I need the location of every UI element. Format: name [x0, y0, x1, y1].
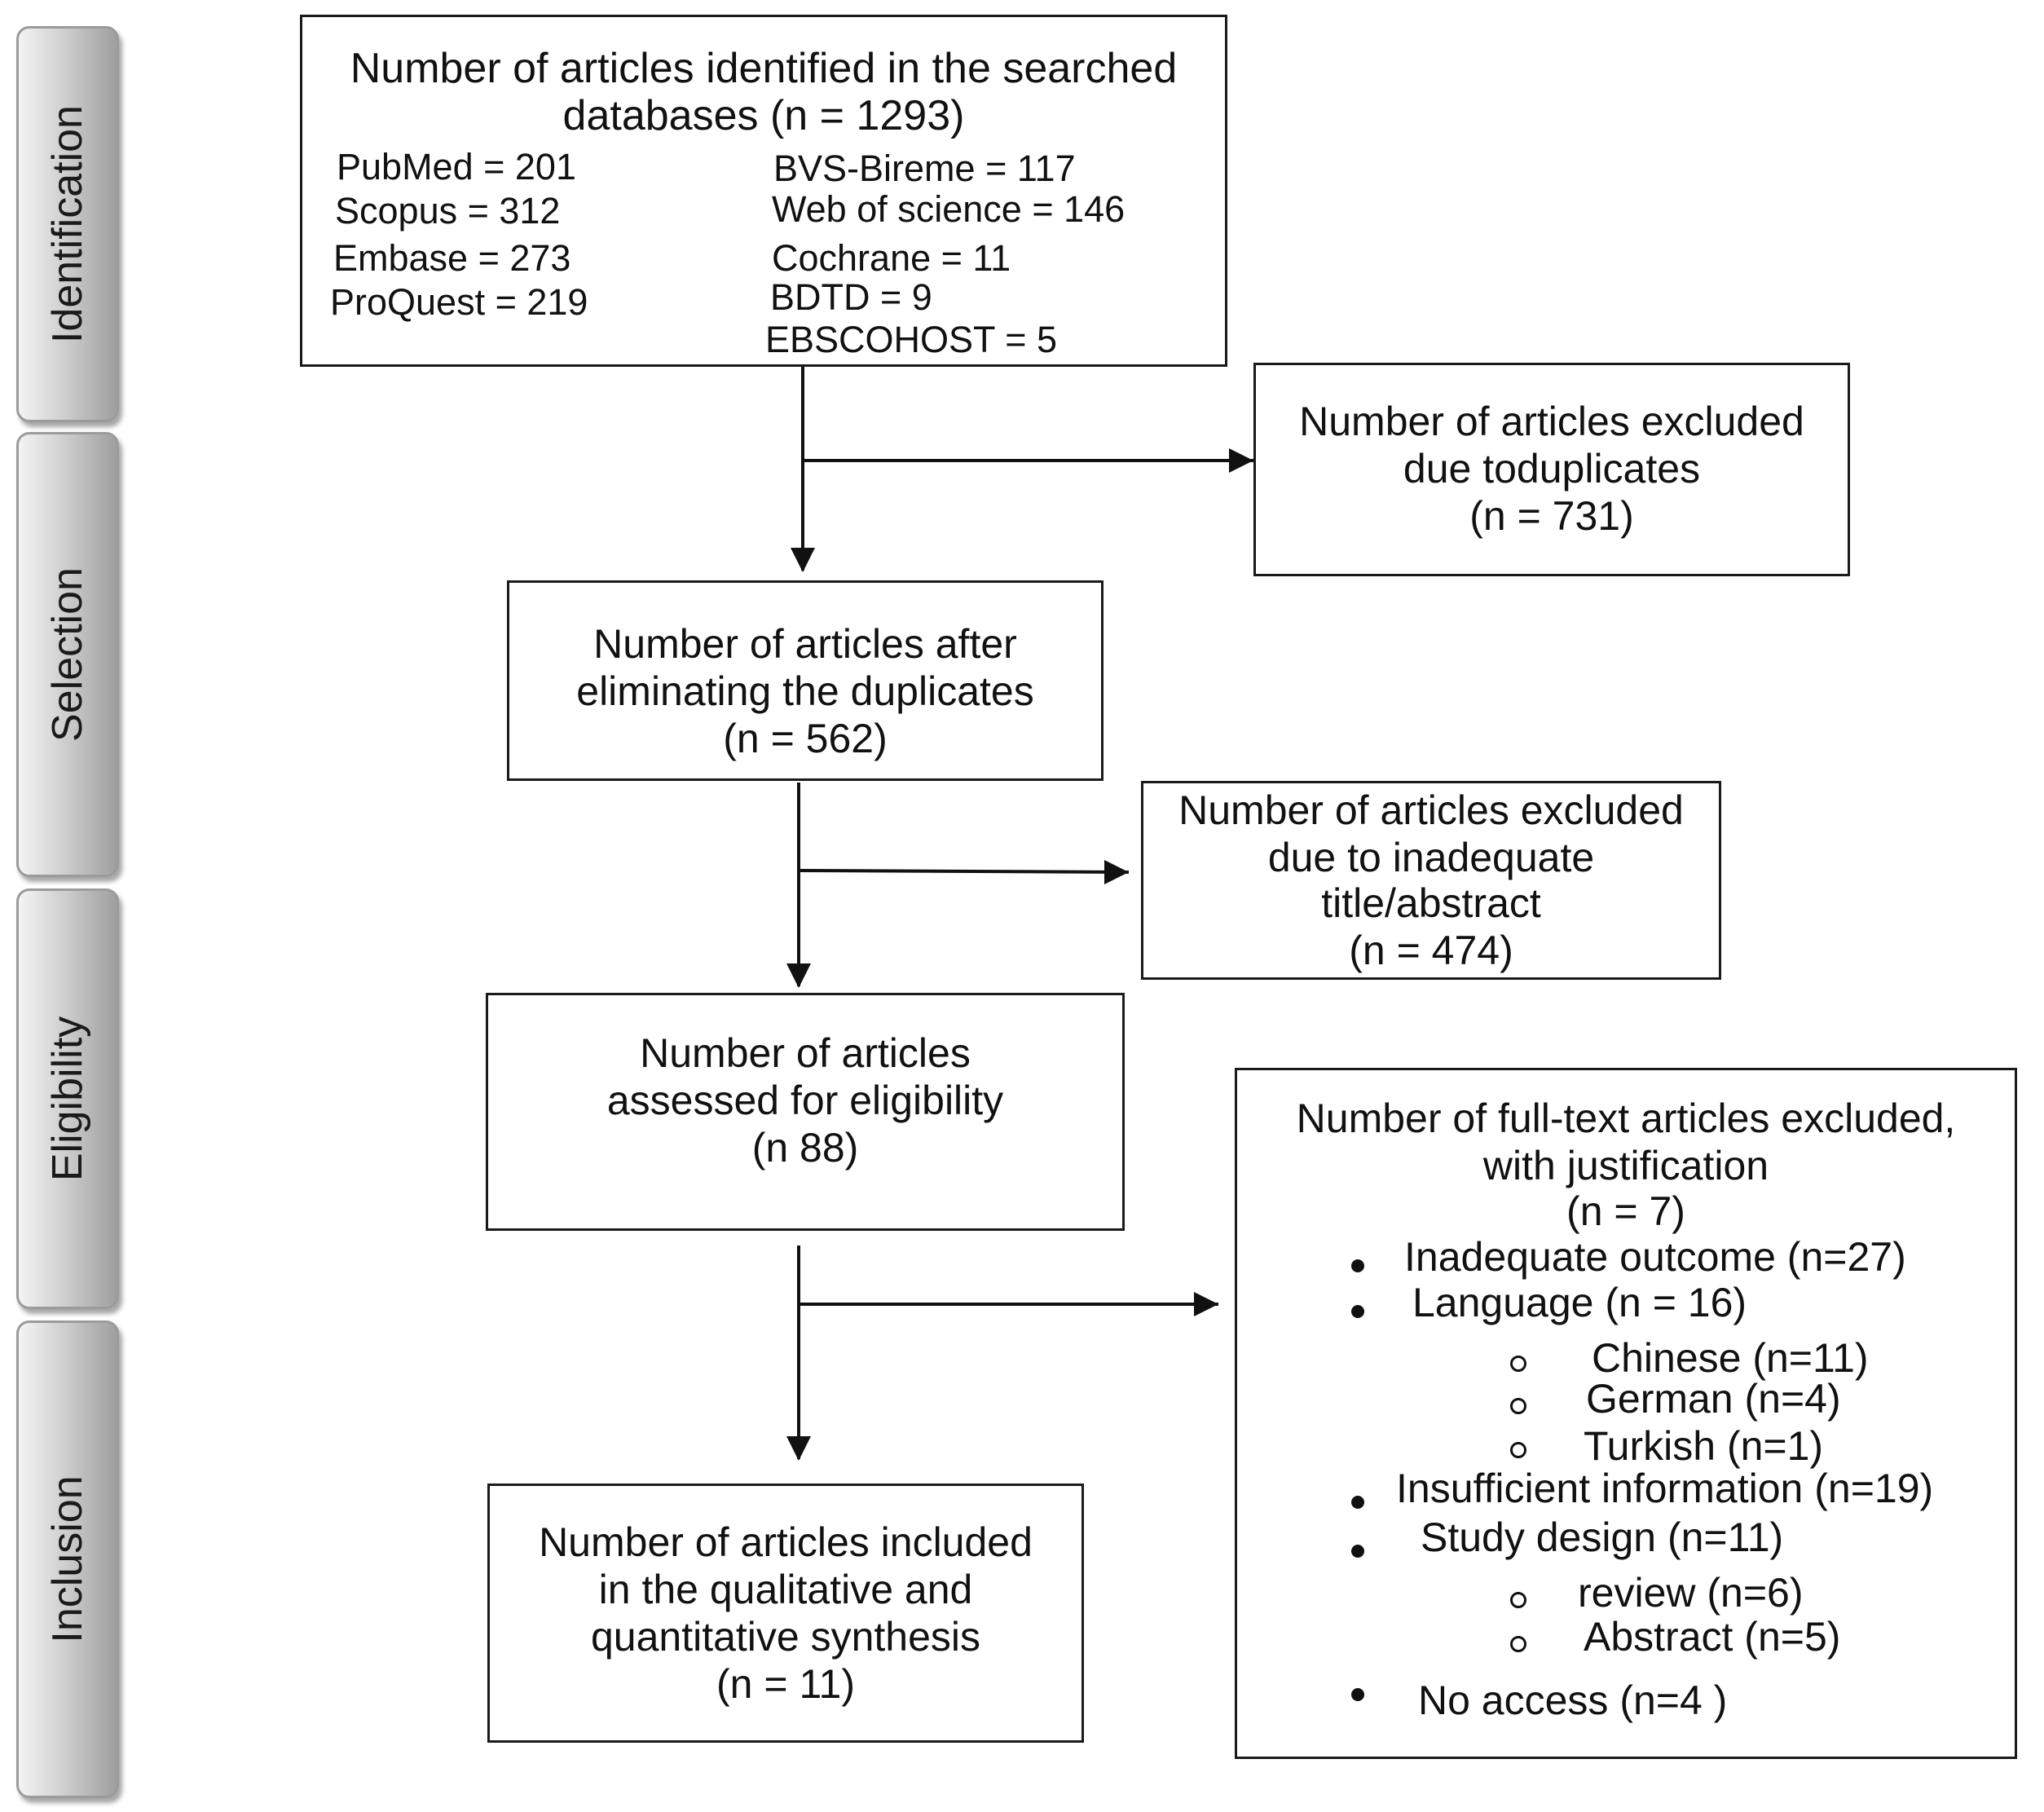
reason-language: Language (n = 16): [1412, 1280, 1747, 1325]
arrowhead-right-1: [1229, 448, 1253, 473]
duplicates-excluded-box: Number of articles excluded due toduplic…: [1253, 363, 1850, 576]
fulltext-excluded-box: Number of full-text articles excluded, w…: [1235, 1068, 2017, 1759]
db-embase: Embase = 273: [333, 237, 571, 279]
included-line3: quantitative synthesis: [590, 1614, 981, 1660]
reason-insufficient-information: Insufficient information (n=19): [1396, 1466, 1934, 1511]
title-excluded-line1: Number of articles excluded: [1178, 787, 1684, 833]
db-bvs-bireme: BVS-Bireme = 117: [773, 148, 1076, 189]
identified-title-line2: databases (n = 1293): [562, 92, 965, 139]
arrowhead-down-1: [791, 548, 815, 572]
title-excluded-count: (n = 474): [1349, 928, 1513, 973]
sub-bullet-icon: [1510, 1592, 1526, 1608]
duplicates-excluded-line2: due toduplicates: [1403, 446, 1701, 492]
reason-study-design: Study design (n=11): [1421, 1514, 1784, 1560]
sub-bullet-icon: [1510, 1356, 1526, 1372]
db-ebscohost: EBSCOHOST = 5: [765, 319, 1058, 360]
reason-no-access: No access (n=4 ): [1418, 1678, 1728, 1723]
sub-bullet-icon: [1510, 1442, 1526, 1458]
eligibility-assessed-box: Number of articles assessed for eligibil…: [486, 993, 1125, 1231]
eligibility-line2: assessed for eligibility: [606, 1078, 1004, 1123]
included-line2: in the qualitative and: [598, 1567, 973, 1612]
arrowhead-right-2: [1104, 860, 1129, 884]
after-duplicates-line1: Number of articles after: [593, 621, 1017, 667]
db-cochrane: Cochrane = 11: [772, 237, 1011, 279]
identified-title-line1: Number of articles identified in the sea…: [350, 45, 1178, 92]
bullet-icon: [1351, 1305, 1364, 1318]
bullet-icon: [1351, 1688, 1364, 1701]
reason-language-german: German (n=4): [1586, 1376, 1841, 1422]
stage-selection: Selection: [16, 432, 119, 877]
stage-identification: Identification: [16, 26, 119, 422]
stage-eligibility: Eligibility: [16, 888, 119, 1309]
included-box: Number of articles included in the quali…: [487, 1484, 1084, 1743]
fulltext-line2: with justification: [1482, 1143, 1769, 1188]
after-duplicates-box: Number of articles after eliminating the…: [507, 580, 1103, 781]
title-excluded-box: Number of articles excluded due to inade…: [1141, 781, 1721, 980]
arrowhead-down-3: [786, 1436, 811, 1461]
reason-language-chinese: Chinese (n=11): [1592, 1335, 1869, 1381]
db-proquest: ProQuest = 219: [330, 281, 588, 323]
included-line1: Number of articles included: [539, 1519, 1033, 1565]
bullet-icon: [1351, 1259, 1364, 1272]
reason-inadequate-outcome: Inadequate outcome (n=27): [1404, 1234, 1906, 1280]
identified-box: Number of articles identified in the sea…: [300, 15, 1227, 367]
bullet-icon: [1351, 1496, 1364, 1509]
eligibility-line1: Number of articles: [640, 1030, 971, 1076]
duplicates-excluded-line1: Number of articles excluded: [1299, 399, 1804, 444]
sub-bullet-icon: [1510, 1398, 1526, 1414]
after-duplicates-line2: eliminating the duplicates: [576, 668, 1034, 714]
stage-inclusion: Inclusion: [16, 1320, 119, 1798]
arrowhead-down-2: [786, 963, 811, 988]
included-count: (n = 11): [716, 1661, 855, 1707]
db-bdtd: BDTD = 9: [770, 276, 932, 318]
reason-language-turkish: Turkish (n=1): [1584, 1423, 1824, 1469]
db-scopus: Scopus = 312: [335, 190, 561, 231]
arrowhead-right-3: [1194, 1292, 1218, 1316]
eligibility-count: (n 88): [751, 1125, 859, 1171]
title-excluded-line3: title/abstract: [1321, 880, 1541, 926]
db-web-of-science: Web of science = 146: [772, 188, 1126, 230]
bullet-icon: [1351, 1545, 1364, 1558]
db-pubmed: PubMed = 201: [337, 146, 576, 187]
arrow-to-title-excluded: [798, 869, 1130, 874]
fulltext-count: (n = 7): [1566, 1188, 1685, 1234]
reason-study-design-abstract: Abstract (n=5): [1584, 1614, 1841, 1660]
after-duplicates-count: (n = 562): [723, 716, 888, 761]
sub-bullet-icon: [1510, 1636, 1526, 1652]
reason-study-design-review: review (n=6): [1578, 1570, 1804, 1616]
duplicates-excluded-count: (n = 731): [1469, 493, 1634, 539]
title-excluded-line2: due to inadequate: [1267, 835, 1595, 880]
fulltext-line1: Number of full-text articles excluded,: [1296, 1096, 1956, 1141]
